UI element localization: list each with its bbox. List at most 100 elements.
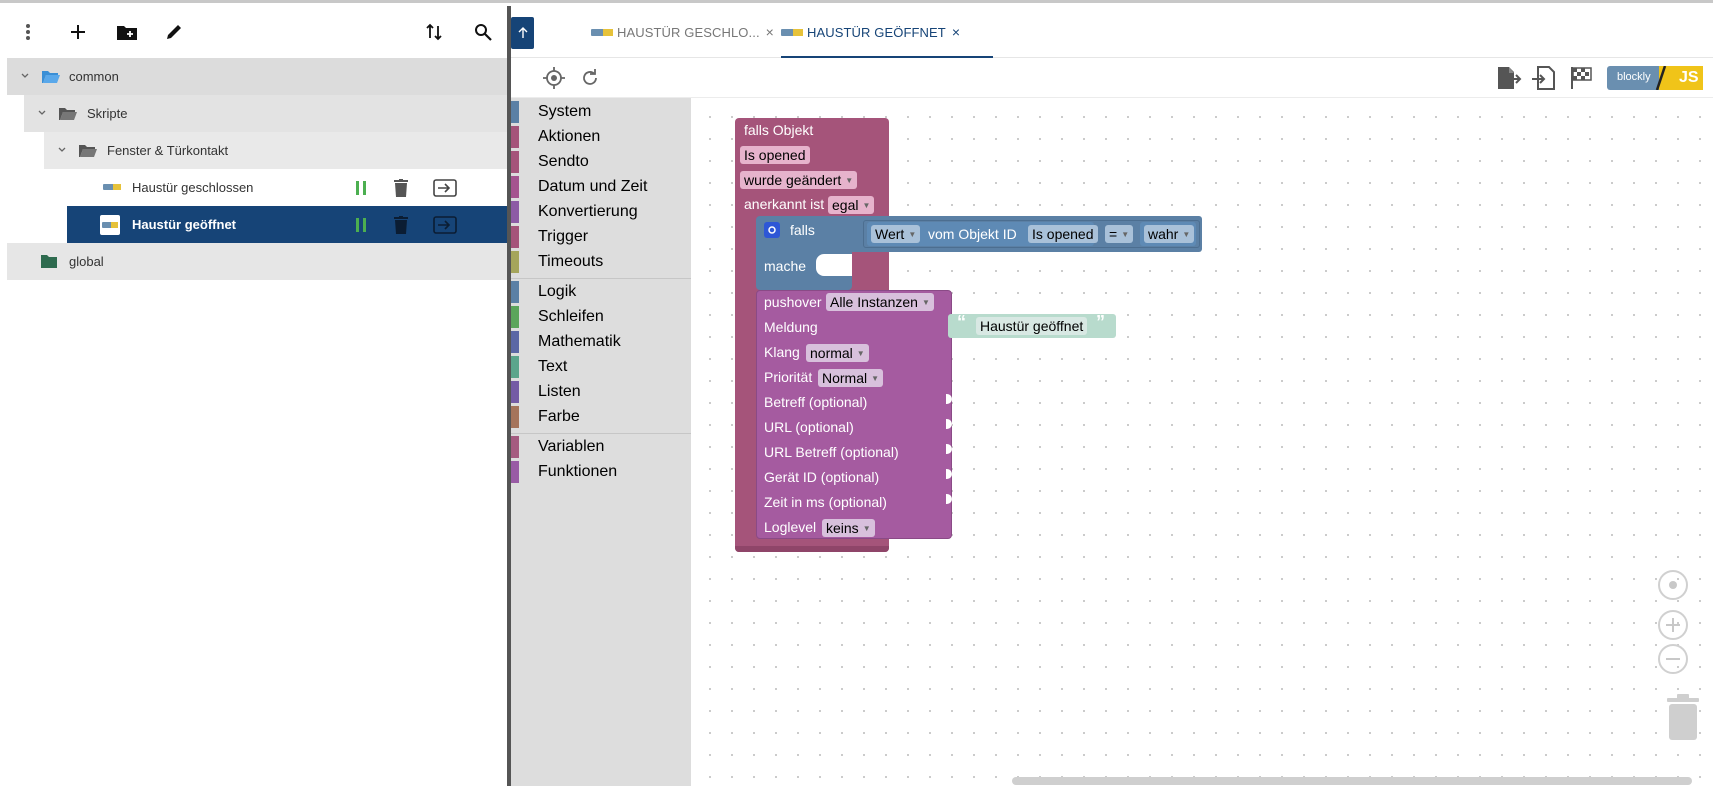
toolbox-category[interactable]: Datum und Zeit [511,176,691,198]
blockly-label: blockly [1617,71,1651,83]
tree-label: common [69,69,119,84]
left-toolbar [7,6,507,58]
toolbox-category[interactable]: Mathematik [511,331,691,353]
pushover-block[interactable] [756,290,952,539]
arrow-up-icon [518,27,527,38]
gear-icon[interactable] [764,222,780,238]
blockly-js-toggle[interactable]: blockly JS [1607,66,1703,90]
collapse-tree-button[interactable] [511,17,534,49]
field-text: wurde geändert [744,172,842,188]
toolbox-category[interactable]: Schleifen [511,306,691,328]
category-color-bar [511,251,519,273]
plus-icon[interactable] [65,19,91,45]
sort-icon[interactable] [421,19,447,45]
delete-icon[interactable] [389,214,413,236]
close-quote-icon: ” [1096,312,1105,332]
tree-label: global [69,254,104,269]
trigger-ack-dropdown[interactable]: egal▼ [828,196,875,214]
toolbox-category[interactable]: Variablen [511,436,691,458]
search-icon[interactable] [470,19,496,45]
zoom-out-icon[interactable] [1658,644,1688,674]
tree-script-geschlossen[interactable]: Haustür geschlossen [67,169,507,206]
dropdown-arrow-icon: ▼ [845,176,854,186]
toolbox-category[interactable]: Aktionen [511,126,691,148]
block-text: URL (optional) [764,419,854,435]
tree-folder-fenster[interactable]: Fenster & Türkontakt [44,132,507,169]
trigger-object-field[interactable]: Is opened [740,146,810,164]
export-icon[interactable] [431,177,459,199]
category-label: Schleifen [538,308,604,325]
toolbox-separator [511,433,691,434]
folder-open-icon [59,108,77,120]
chevron-down-icon[interactable] [37,108,47,118]
close-icon[interactable]: × [765,24,774,40]
toolbox-category[interactable]: Funktionen [511,461,691,483]
import-blocks-icon[interactable] [1532,66,1558,95]
field-text: wahr [1148,226,1179,242]
instance-dropdown[interactable]: Alle Instanzen▼ [826,293,934,311]
tab-label: HAUSTÜR GEÖFFNET [807,24,946,40]
toolbox-category[interactable]: Timeouts [511,251,691,273]
toolbox-category[interactable]: Trigger [511,226,691,248]
blockly-workspace[interactable]: falls Objekt Is opened wurde geändert▼ a… [691,98,1713,786]
category-color-bar [511,281,519,303]
add-folder-icon[interactable] [114,19,140,45]
toolbox-category[interactable]: Logik [511,281,691,303]
tab-label: HAUSTÜR GESCHLO... [617,24,760,40]
toolbox-category[interactable]: Sendto [511,151,691,173]
chevron-down-icon[interactable] [57,145,67,155]
toolbox-category[interactable]: Konvertierung [511,201,691,223]
trigger-condition-dropdown[interactable]: wurde geändert▼ [740,171,858,189]
locate-icon[interactable] [543,67,565,94]
vertical-dots-icon[interactable] [15,19,41,45]
center-workspace-icon[interactable] [1658,570,1688,600]
tab-haustuer-geschlossen[interactable]: HAUSTÜR GESCHLO... × [591,6,774,58]
checkered-flag-icon[interactable] [1569,66,1593,95]
panel-divider[interactable] [507,6,511,786]
toolbox-category[interactable]: Farbe [511,406,691,428]
toolbox-category[interactable]: Text [511,356,691,378]
tab-haustuer-geoeffnet[interactable]: HAUSTÜR GEÖFFNET × [781,6,960,58]
wert-dropdown[interactable]: Wert▼ [871,225,921,243]
boolean-dropdown[interactable]: wahr▼ [1144,225,1195,243]
pencil-icon[interactable] [161,19,187,45]
pause-icon[interactable] [349,177,373,199]
operator-dropdown[interactable]: =▼ [1105,225,1134,243]
close-icon[interactable]: × [951,24,961,40]
tree-folder-common[interactable]: common [7,58,507,95]
loglevel-dropdown[interactable]: keins▼ [822,519,875,537]
block-text: Meldung [764,319,818,335]
block-text: Zeit in ms (optional) [764,494,887,510]
dropdown-arrow-icon: ▼ [862,524,871,534]
export-icon[interactable] [431,214,459,236]
toolbox-category[interactable]: System [511,101,691,123]
field-text: normal [810,345,853,361]
chevron-down-icon[interactable] [20,71,30,81]
horizontal-scrollbar[interactable] [1012,777,1692,785]
trash-icon[interactable] [1665,692,1701,740]
category-color-bar [511,406,519,428]
zoom-in-icon[interactable] [1658,610,1688,640]
category-label: Timeouts [538,253,604,270]
priority-dropdown[interactable]: Normal▼ [818,369,884,387]
tree-folder-global[interactable]: global [7,243,507,280]
refresh-icon[interactable] [580,68,600,93]
sound-dropdown[interactable]: normal▼ [806,344,869,362]
object-id-field[interactable]: Is opened [1028,225,1098,243]
category-color-bar [511,436,519,458]
toolbox-category[interactable]: Listen [511,381,691,403]
toolbox-separator [511,278,691,279]
category-label: Trigger [538,228,589,245]
delete-icon[interactable] [389,177,413,199]
tree-script-geoeffnet[interactable]: Haustür geöffnet [67,206,507,243]
export-blocks-icon[interactable] [1496,66,1522,95]
field-text: Alle Instanzen [830,294,918,310]
tree-folder-skripte[interactable]: Skripte [24,95,507,132]
field-text: egal [832,197,859,213]
field-text: keins [826,520,859,536]
pause-icon[interactable] [349,214,373,236]
message-text-field[interactable]: Haustür geöffnet [976,317,1088,335]
tree-label: Haustür geöffnet [132,217,236,232]
